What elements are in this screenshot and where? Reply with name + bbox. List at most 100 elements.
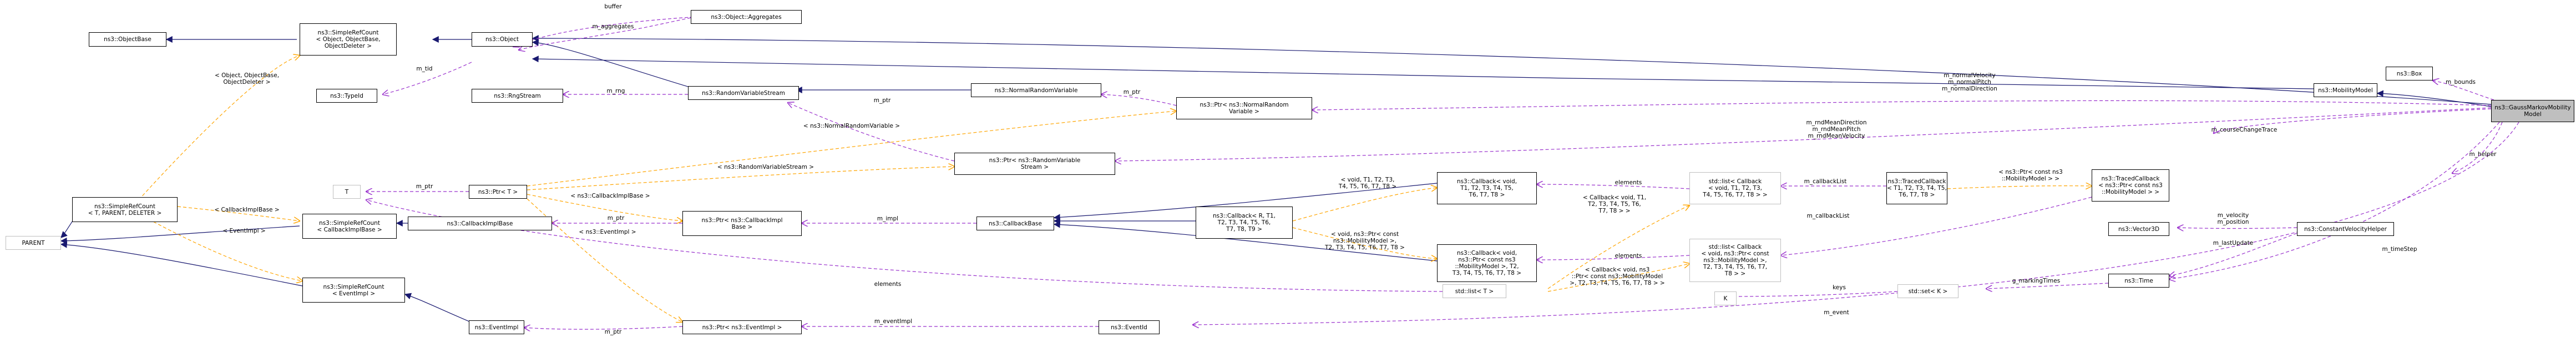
- edge-usage-keys: [1728, 291, 1898, 296]
- label-tmpl-cbimplbase-ptr: < ns3::CallbackImplBase >: [570, 193, 650, 199]
- edge-usage-elements-cbmm: [1537, 255, 1690, 260]
- node-ptr-callback-impl-base[interactable]: ns3::Ptr< ns3::CallbackImpl Base >: [682, 211, 802, 236]
- node-std-list-t[interactable]: std::list< T >: [1443, 284, 1506, 298]
- node-normal-random-variable[interactable]: ns3::NormalRandomVariable: [971, 83, 1101, 97]
- node-time[interactable]: ns3::Time: [2108, 274, 2169, 288]
- edge-mobilitymodel-to-object: [532, 56, 2314, 89]
- label-mean: m_rndMeanDirection m_rndMeanPitch m_rndM…: [1806, 119, 1867, 139]
- edge-ptr-t-to-ptr-normal: [527, 111, 1176, 187]
- node-ptr-normal-random-variable[interactable]: ns3::Ptr< ns3::NormalRandom Variable >: [1176, 97, 1312, 119]
- edge-callback-r-to-callback-void: [1292, 188, 1437, 222]
- label-ptr-cbimpl: m_ptr: [607, 215, 625, 222]
- label-eventimpl: m_eventImpl: [874, 318, 913, 325]
- edge-callbackbase-to-parent-row: [60, 225, 300, 244]
- edge-rvs-to-object: [532, 39, 700, 90]
- node-ptr-event-impl[interactable]: ns3::Ptr< ns3::EventImpl >: [682, 320, 802, 334]
- node-simple-ref-count-t[interactable]: ns3::SimpleRefCount < T, PARENT, DELETER…: [72, 197, 178, 222]
- edge-stdlist-t-to-stdlist-cbmm: [1547, 264, 1689, 292]
- edge-usage-timestep: [2169, 122, 2500, 279]
- edge-usage-ptr-rvs: [788, 103, 955, 162]
- node-box[interactable]: ns3::Box: [2386, 67, 2433, 81]
- node-mobility-model[interactable]: ns3::MobilityModel: [2314, 83, 2377, 97]
- label-ptr-normal: m_ptr: [1123, 89, 1141, 95]
- label-ptr-eventimpl: m_ptr: [604, 329, 622, 335]
- node-t[interactable]: T: [333, 185, 361, 199]
- label-markingtimes: g_markingTimes: [2012, 278, 2061, 284]
- label-tid: m_tid: [416, 66, 433, 72]
- edge-eventimpl-to-sr: [404, 293, 478, 325]
- edge-sr-to-sr-eventimpl: [138, 213, 302, 281]
- label-bounds: m_bounds: [2445, 79, 2476, 86]
- label-aggregates: m_aggregates: [592, 23, 634, 30]
- node-type-id[interactable]: ns3::TypeId: [316, 89, 377, 103]
- node-event-id[interactable]: ns3::EventId: [1099, 320, 1160, 334]
- label-ptr-t: m_ptr: [416, 183, 433, 190]
- node-callback-impl-base[interactable]: ns3::CallbackImplBase: [408, 217, 552, 230]
- node-ptr-random-variable-stream[interactable]: ns3::Ptr< ns3::RandomVariable Stream >: [954, 153, 1115, 175]
- label-tmpl-cb-void: < Callback< void, T1, T2, T3, T4, T5, T6…: [1582, 194, 1647, 214]
- node-ptr-t[interactable]: ns3::Ptr< T >: [469, 185, 527, 199]
- node-callback-void[interactable]: ns3::Callback< void, T1, T2, T3, T4, T5,…: [1437, 172, 1537, 204]
- edge-usage-coursechange: [2214, 108, 2492, 133]
- edge-usage-tid: [383, 62, 472, 94]
- node-object-base[interactable]: ns3::ObjectBase: [89, 32, 166, 47]
- edge-callback-void-to-callbackbase: [1053, 183, 1438, 221]
- edge-usage-normal: [1312, 100, 2492, 110]
- node-traced-callback-t[interactable]: ns3::TracedCallback < T1, T2, T3, T4, T5…: [1886, 172, 1947, 204]
- node-vector3d[interactable]: ns3::Vector3D: [2108, 222, 2169, 236]
- node-parent[interactable]: PARENT: [6, 236, 61, 250]
- edge-usage-elements-cb: [1537, 184, 1690, 189]
- node-random-variable-stream[interactable]: ns3::RandomVariableStream: [688, 86, 799, 100]
- edge-gaussmarkov-to-mobilitymodel: [2376, 90, 2492, 107]
- label-ptr-rvs: m_ptr: [873, 97, 891, 104]
- edge-ptr-t-to-ptr-rvs: [527, 167, 954, 190]
- node-simple-ref-count-callbackimplbase[interactable]: ns3::SimpleRefCount < CallbackImplBase >: [302, 214, 397, 239]
- node-simple-ref-count-object[interactable]: ns3::SimpleRefCount < Object, ObjectBase…: [300, 23, 397, 56]
- node-object[interactable]: ns3::Object: [472, 32, 533, 47]
- label-coursechange: m_courseChangeTrace: [2211, 127, 2278, 133]
- node-simple-ref-count-eventimpl[interactable]: ns3::SimpleRefCount < EventImpl >: [302, 278, 405, 303]
- edge-usage-velocity-position: [2178, 228, 2297, 229]
- label-elements-cbmm: elements: [1615, 253, 1642, 259]
- edge-usage-ptr-normal: [1101, 94, 1177, 106]
- edge-usage-callbacklist2: [1781, 197, 2092, 255]
- node-std-list-callback-mm[interactable]: std::list< Callback < void, ns3::Ptr< co…: [1689, 239, 1781, 282]
- label-elements-t: elements: [874, 281, 902, 288]
- label-tmpl-normalrv: < ns3::NormalRandomVariable >: [803, 123, 900, 129]
- label-buffer: buffer: [604, 3, 622, 10]
- edge-usage-mean: [1115, 107, 2492, 161]
- label-callbacklist2: m_callbackList: [1806, 213, 1850, 219]
- node-rng-stream[interactable]: ns3::RngStream: [472, 89, 563, 103]
- label-lastupdate: m_lastUpdate: [2213, 240, 2254, 247]
- node-traced-callback-mm[interactable]: ns3::TracedCallback < ns3::Ptr< const ns…: [2092, 169, 2169, 202]
- label-tmpl-void-mm: < void, ns3::Ptr< const ns3::MobilityMod…: [1325, 231, 1405, 251]
- edge-sr-eventimpl-to-parent: [60, 241, 303, 286]
- node-callback-r[interactable]: ns3::Callback< R, T1, T2, T3, T4, T5, T6…: [1196, 207, 1293, 239]
- node-object-aggregates[interactable]: ns3::Object::Aggregates: [691, 10, 802, 24]
- edge-ptr-t-to-ptr-cbimpl: [527, 194, 682, 221]
- label-impl: m_impl: [877, 215, 899, 222]
- edge-usage-aggregates: [519, 17, 691, 50]
- edge-gaussmarkov-to-object: [532, 35, 2492, 105]
- node-k[interactable]: K: [1714, 291, 1737, 305]
- node-std-set-k[interactable]: std::set< K >: [1897, 284, 1958, 298]
- node-constant-velocity-helper[interactable]: ns3::ConstantVelocityHelper: [2297, 222, 2394, 236]
- label-helper: m_helper: [2469, 151, 2497, 158]
- label-tmpl-eventimpl-src: < EventImpl >: [222, 228, 266, 234]
- edge-sr-to-sr-object: [138, 56, 300, 200]
- node-callback-base[interactable]: ns3::CallbackBase: [976, 217, 1054, 230]
- edge-usage-bounds: [2433, 81, 2494, 100]
- label-rng: m_rng: [606, 88, 625, 94]
- node-gauss-markov-mobility-model[interactable]: ns3::GaussMarkovMobility Model: [2491, 100, 2574, 122]
- label-tmpl-rvs: < ns3::RandomVariableStream >: [717, 164, 814, 170]
- label-tmpl-cb-void-mm: < Callback< void, ns3 ::Ptr< const ns3::…: [1570, 266, 1665, 286]
- node-callback-mobility-model[interactable]: ns3::Callback< void, ns3::Ptr< const ns3…: [1437, 244, 1537, 282]
- label-tmpl-void: < void, T1, T2, T3, T4, T5, T6, T7, T8 >: [1338, 177, 1397, 190]
- label-normal: m_normalVelocity m_normalPitch m_normalD…: [1942, 72, 1997, 92]
- node-event-impl[interactable]: ns3::EventImpl: [469, 320, 524, 334]
- usage-edges: [366, 16, 2519, 329]
- edge-traced-t-to-traced: [1947, 186, 2092, 189]
- node-std-list-callback-void[interactable]: std::list< Callback < void, T1, T2, T3, …: [1689, 172, 1781, 204]
